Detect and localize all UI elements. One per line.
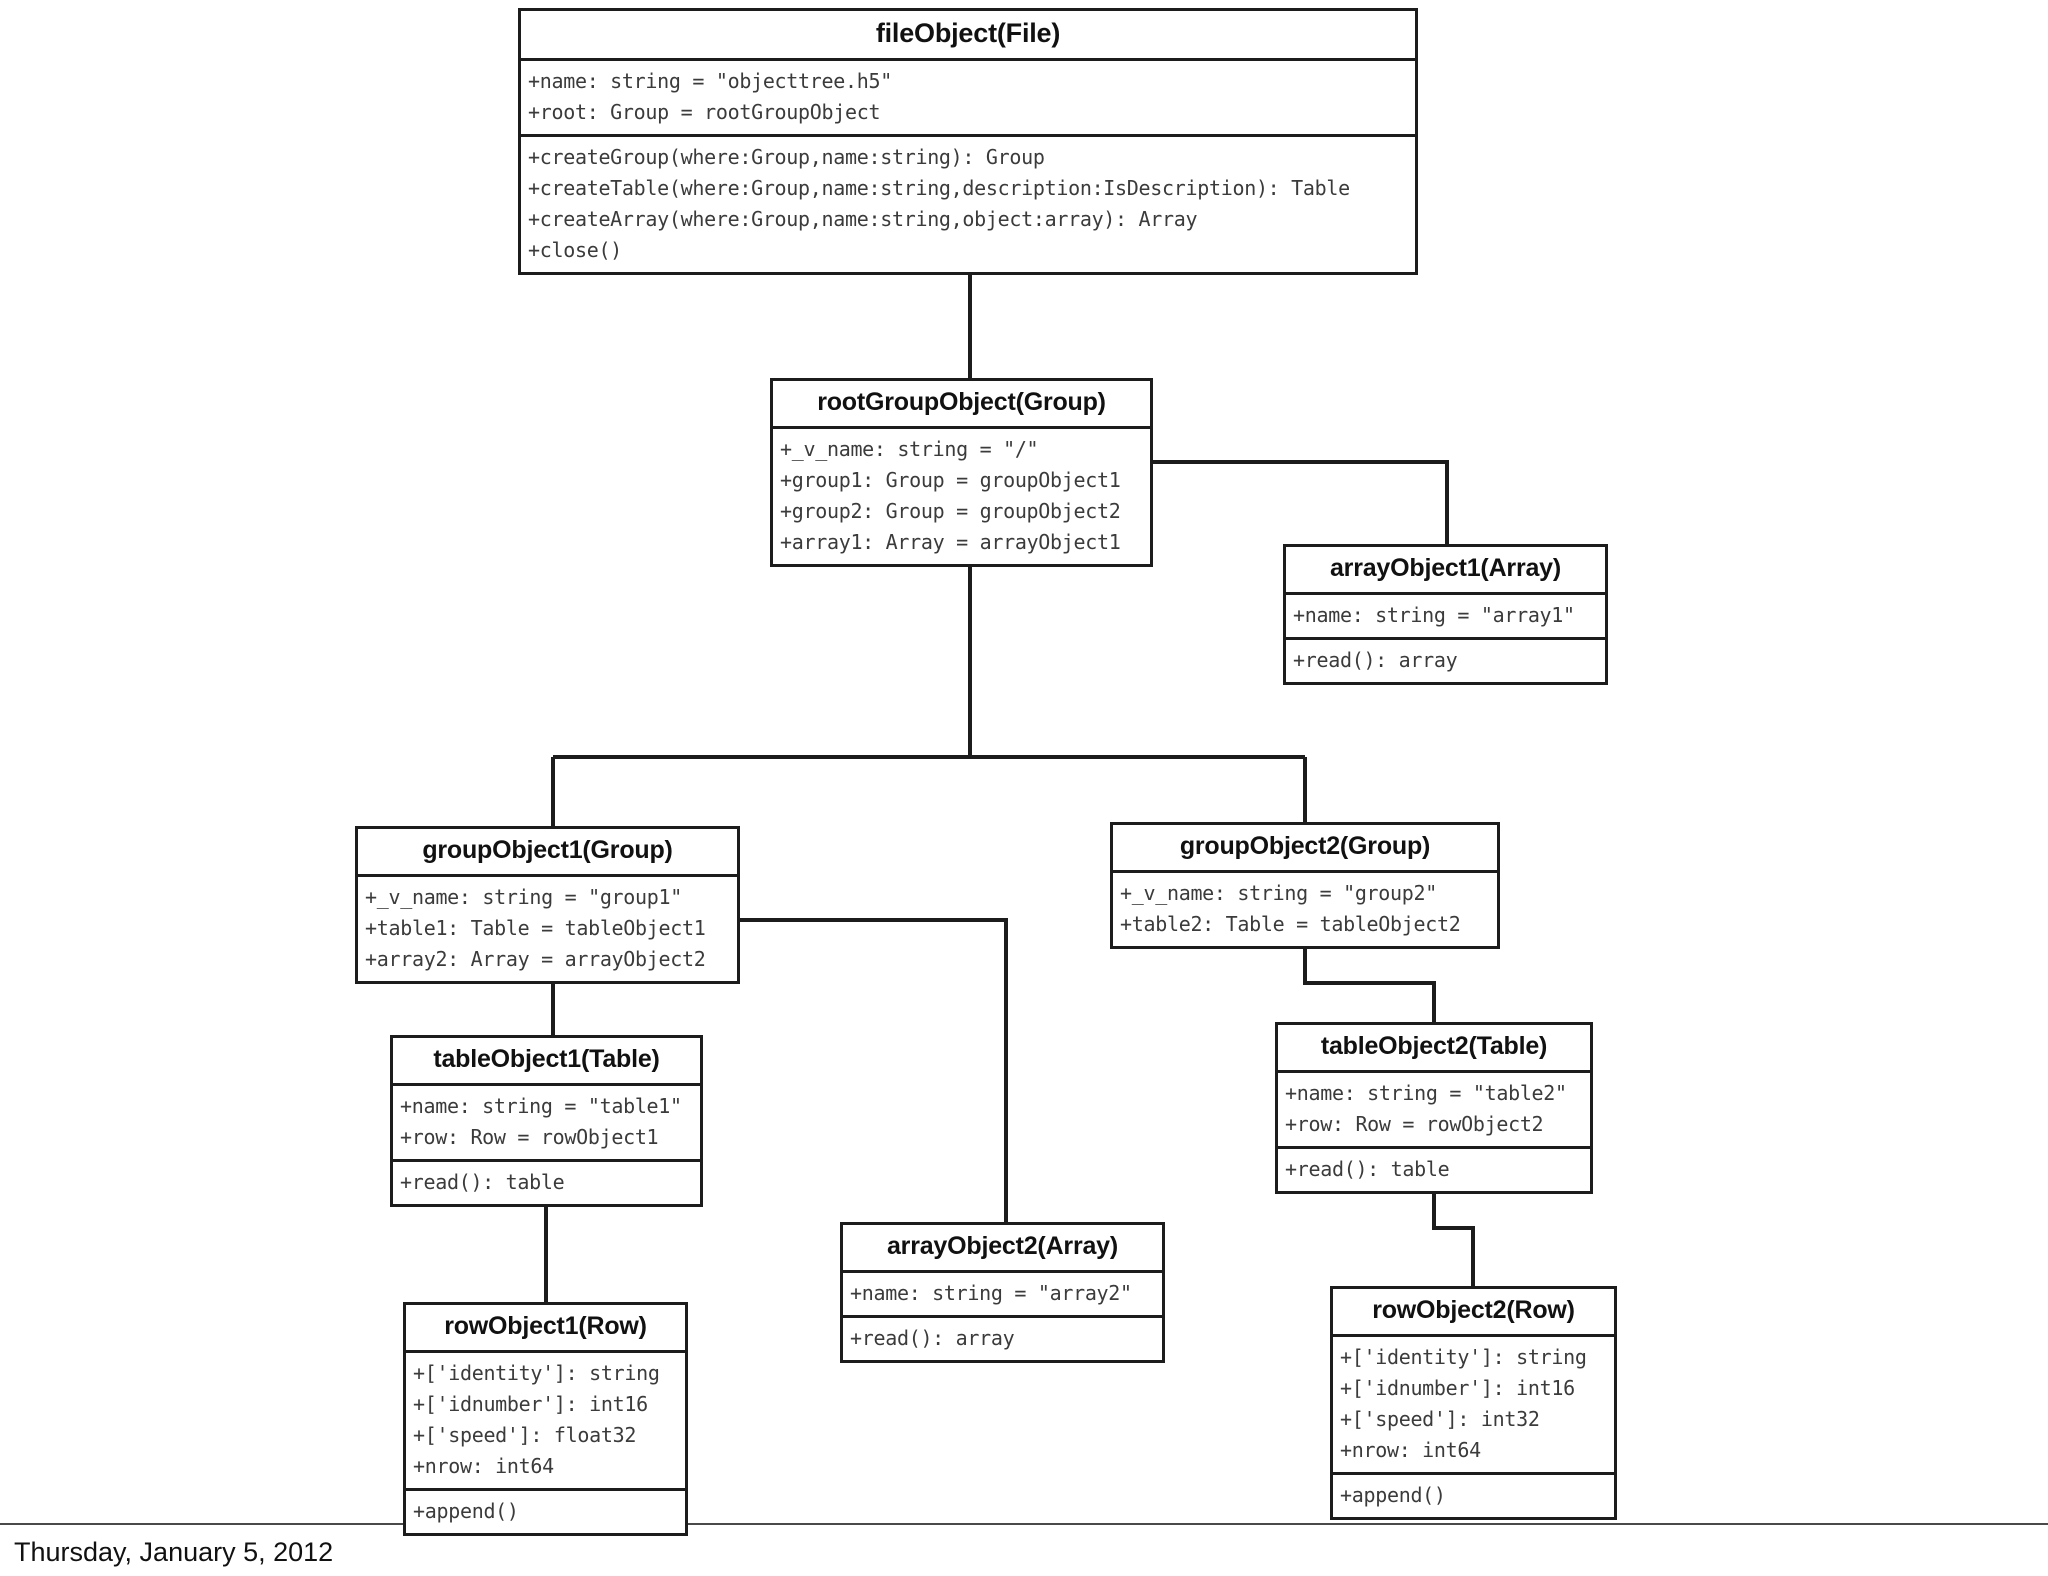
operation-line: +read(): array — [1293, 648, 1458, 672]
attribute-line: +['idnumber']: int16 — [413, 1392, 648, 1416]
node-groupobject2-attributes: +_v_name: string = "group2" +table2: Tab… — [1113, 873, 1497, 946]
node-tableobject1-attributes: +name: string = "table1" +row: Row = row… — [393, 1086, 700, 1162]
attribute-line: +group1: Group = groupObject1 — [780, 468, 1121, 492]
footer-divider — [0, 1523, 2048, 1525]
attribute-line: +_v_name: string = "group2" — [1120, 881, 1438, 905]
attribute-line: +name: string = "array1" — [1293, 603, 1575, 627]
attribute-line: +['identity']: string — [1340, 1345, 1587, 1369]
operation-line: +read(): table — [400, 1170, 565, 1194]
attribute-line: +nrow: int64 — [1340, 1438, 1481, 1462]
node-rootgroupobject[interactable]: rootGroupObject(Group) +_v_name: string … — [770, 378, 1153, 567]
node-arrayobject2[interactable]: arrayObject2(Array) +name: string = "arr… — [840, 1222, 1165, 1363]
node-groupobject1[interactable]: groupObject1(Group) +_v_name: string = "… — [355, 826, 740, 984]
node-tableobject2-title: tableObject2(Table) — [1278, 1025, 1590, 1073]
attribute-line: +['idnumber']: int16 — [1340, 1376, 1575, 1400]
node-groupobject1-title: groupObject1(Group) — [358, 829, 737, 877]
attribute-line: +name: string = "array2" — [850, 1281, 1132, 1305]
node-rootgroupobject-attributes: +_v_name: string = "/" +group1: Group = … — [773, 429, 1150, 564]
node-tableobject2-attributes: +name: string = "table2" +row: Row = row… — [1278, 1073, 1590, 1149]
operation-line: +createArray(where:Group,name:string,obj… — [528, 207, 1198, 231]
attribute-line: +group2: Group = groupObject2 — [780, 499, 1121, 523]
edge-groupobject2-tableobject2 — [1303, 940, 1436, 1022]
node-fileobject[interactable]: fileObject(File) +name: string = "object… — [518, 8, 1418, 275]
node-fileobject-operations: +createGroup(where:Group,name:string): G… — [521, 137, 1415, 272]
operation-line: +createTable(where:Group,name:string,des… — [528, 176, 1350, 200]
attribute-line: +array1: Array = arrayObject1 — [780, 530, 1121, 554]
operation-line: +append() — [1340, 1483, 1446, 1507]
node-tableobject1-title: tableObject1(Table) — [393, 1038, 700, 1086]
attribute-line: +table2: Table = tableObject2 — [1120, 912, 1461, 936]
edge-rootgroupobject-arrayobject1 — [1152, 460, 1449, 544]
operation-line: +read(): table — [1285, 1157, 1450, 1181]
node-arrayobject1-title: arrayObject1(Array) — [1286, 547, 1605, 595]
operation-line: +append() — [413, 1499, 519, 1523]
node-groupobject2[interactable]: groupObject2(Group) +_v_name: string = "… — [1110, 822, 1500, 949]
node-groupobject1-attributes: +_v_name: string = "group1" +table1: Tab… — [358, 877, 737, 981]
node-rowobject2-title: rowObject2(Row) — [1333, 1289, 1614, 1337]
operation-line: +close() — [528, 238, 622, 262]
node-rowobject1[interactable]: rowObject1(Row) +['identity']: string +[… — [403, 1302, 688, 1536]
edge-tableobject2-rowobject2 — [1432, 1175, 1475, 1286]
node-arrayobject1-operations: +read(): array — [1286, 640, 1605, 682]
attribute-line: +name: string = "table2" — [1285, 1081, 1567, 1105]
attribute-line: +_v_name: string = "group1" — [365, 885, 683, 909]
node-rowobject1-operations: +append() — [406, 1491, 685, 1533]
attribute-line: +['speed']: float32 — [413, 1423, 637, 1447]
node-fileobject-attributes: +name: string = "objecttree.h5" +root: G… — [521, 61, 1415, 137]
node-arrayobject2-operations: +read(): array — [843, 1318, 1162, 1360]
attribute-line: +array2: Array = arrayObject2 — [365, 947, 706, 971]
attribute-line: +table1: Table = tableObject1 — [365, 916, 706, 940]
node-arrayobject1[interactable]: arrayObject1(Array) +name: string = "arr… — [1283, 544, 1608, 685]
footer-date: Thursday, January 5, 2012 — [14, 1537, 334, 1567]
node-tableobject2[interactable]: tableObject2(Table) +name: string = "tab… — [1275, 1022, 1593, 1194]
attribute-line: +root: Group = rootGroupObject — [528, 100, 881, 124]
node-tableobject1[interactable]: tableObject1(Table) +name: string = "tab… — [390, 1035, 703, 1207]
attribute-line: +nrow: int64 — [413, 1454, 554, 1478]
node-rowobject2[interactable]: rowObject2(Row) +['identity']: string +[… — [1330, 1286, 1617, 1520]
attribute-line: +name: string = "objecttree.h5" — [528, 69, 892, 93]
node-rowobject2-operations: +append() — [1333, 1475, 1614, 1517]
operation-line: +read(): array — [850, 1326, 1015, 1350]
attribute-line: +row: Row = rowObject1 — [400, 1125, 659, 1149]
attribute-line: +['identity']: string — [413, 1361, 660, 1385]
attribute-line: +row: Row = rowObject2 — [1285, 1112, 1544, 1136]
node-arrayobject1-attributes: +name: string = "array1" — [1286, 595, 1605, 640]
operation-line: +createGroup(where:Group,name:string): G… — [528, 145, 1045, 169]
node-rowobject1-attributes: +['identity']: string +['idnumber']: int… — [406, 1353, 685, 1491]
node-tableobject2-operations: +read(): table — [1278, 1149, 1590, 1191]
node-fileobject-title: fileObject(File) — [521, 11, 1415, 61]
edge-groupobject1-arrayobject2 — [740, 918, 1008, 1222]
attribute-line: +name: string = "table1" — [400, 1094, 682, 1118]
node-rootgroupobject-title: rootGroupObject(Group) — [773, 381, 1150, 429]
node-rowobject2-attributes: +['identity']: string +['idnumber']: int… — [1333, 1337, 1614, 1475]
node-arrayobject2-title: arrayObject2(Array) — [843, 1225, 1162, 1273]
node-rowobject1-title: rowObject1(Row) — [406, 1305, 685, 1353]
attribute-line: +['speed']: int32 — [1340, 1407, 1540, 1431]
node-arrayobject2-attributes: +name: string = "array2" — [843, 1273, 1162, 1318]
node-tableobject1-operations: +read(): table — [393, 1162, 700, 1204]
attribute-line: +_v_name: string = "/" — [780, 437, 1039, 461]
node-groupobject2-title: groupObject2(Group) — [1113, 825, 1497, 873]
